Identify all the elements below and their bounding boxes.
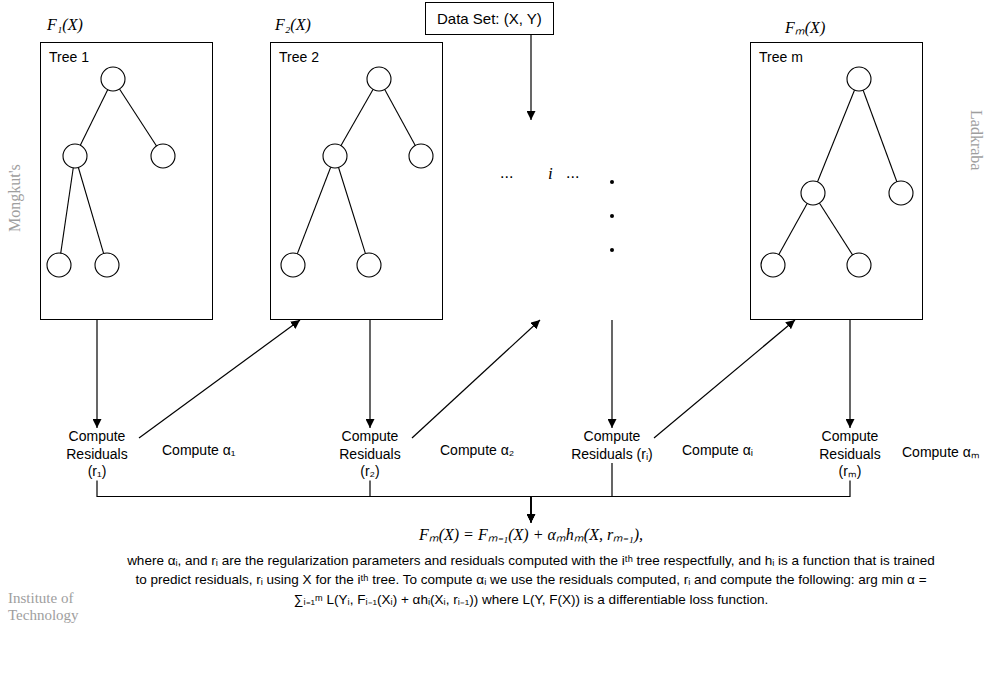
tree-node-circle <box>847 67 871 91</box>
arrow-connector <box>849 320 850 428</box>
formula-block: Fₘ(X) = Fₘ₋₁(X) + αₘhₘ(X, rₘ₋₁), where αᵢ… <box>121 523 941 610</box>
tree-node-circle <box>847 253 871 277</box>
step-label: Compute Residuals (r₁) <box>55 428 139 481</box>
dot <box>610 180 614 184</box>
tree-node-circle <box>801 181 825 205</box>
tree-node-circle <box>151 144 175 168</box>
arrow-connector <box>370 481 531 523</box>
arrow-connector <box>611 320 612 428</box>
arrow-connector <box>531 481 850 523</box>
tree-node-circle <box>367 67 391 91</box>
tree-branch <box>335 79 379 156</box>
arrow-connector <box>96 320 97 428</box>
tree-branch <box>813 193 859 265</box>
tree-node-circle <box>281 253 305 277</box>
update-equation: Fₘ(X) = Fₘ₋₁(X) + αₘhₘ(X, rₘ₋₁), <box>121 523 941 545</box>
tree-branch <box>75 79 113 156</box>
tree-node-circle <box>323 144 347 168</box>
step-label: Compute Residuals (rᵢ) <box>570 428 654 463</box>
tree-node-circle <box>101 67 125 91</box>
step-label: Compute Residuals (rₘ) <box>808 428 892 481</box>
tree-illustration <box>271 43 444 321</box>
index-label: i <box>548 164 553 184</box>
arrow-connector <box>139 320 300 438</box>
tree-illustration <box>41 43 214 321</box>
residual-step: Compute Residuals (rₘ) <box>808 428 892 481</box>
tree-box: Fₘ(X)Tree m <box>750 42 923 320</box>
vertical-dots <box>518 120 625 320</box>
node-label: Data Set: (X, Y) <box>437 10 542 27</box>
tree-branch <box>859 79 901 193</box>
step-label: Compute αₘ <box>902 442 980 461</box>
tree-node-circle <box>889 181 913 205</box>
tree-branch <box>59 156 75 265</box>
tree-branch <box>293 156 335 265</box>
tree-branch <box>379 79 421 156</box>
tree-box: F₁(X)Tree 1 <box>40 42 213 320</box>
ellipsis: ... <box>566 164 579 182</box>
tree-node-circle <box>47 253 71 277</box>
explanation-text: where αᵢ, and rᵢ are the regularization … <box>121 551 941 610</box>
tree-illustration <box>751 43 924 321</box>
tree-branch <box>75 156 107 265</box>
tree-branch <box>813 79 859 193</box>
edge-label: Compute α₁ <box>160 442 238 458</box>
arrow-connector <box>531 463 612 523</box>
function-label: Fₘ(X) <box>785 16 825 38</box>
tree-placeholder: i <box>518 120 625 320</box>
watermark-text: Ladkraba <box>967 110 985 170</box>
arrow-connector <box>654 320 795 438</box>
tree-node-circle <box>95 253 119 277</box>
tree-node-circle <box>409 144 433 168</box>
residual-step: Compute Residuals (rᵢ) <box>570 428 654 463</box>
residual-step: Compute Residuals (r₁) <box>55 428 139 481</box>
edge-label: Compute α₂ <box>438 442 516 458</box>
ellipsis: ... <box>500 164 513 182</box>
tree-branch <box>113 79 163 156</box>
tree-box: F₂(X)Tree 2 <box>270 42 443 320</box>
dot <box>610 248 614 252</box>
tree-branch <box>335 156 369 265</box>
edge-label: Compute αᵢ <box>680 442 755 458</box>
function-label: F₁(X) <box>47 16 83 34</box>
tree-title: Tree m <box>751 43 811 71</box>
dataset-box: Data Set: (X, Y) <box>425 2 554 35</box>
tree-node-circle <box>63 144 87 168</box>
arrow-connector <box>97 481 531 523</box>
tree-title: Tree 1 <box>41 43 97 71</box>
function-label: F₂(X) <box>275 16 311 34</box>
tree-node-circle <box>357 253 381 277</box>
step-label: Compute Residuals (r₂) <box>328 428 412 481</box>
watermark-text: Institute of Technology <box>8 590 113 624</box>
tree-node-circle <box>761 253 785 277</box>
arrow-connector <box>412 320 540 438</box>
tree-title: Tree 2 <box>271 43 327 71</box>
arrow-connector <box>530 35 531 120</box>
watermark-text: Mongkut's <box>6 164 24 232</box>
dot <box>610 214 614 218</box>
residual-step: Compute Residuals (r₂) <box>328 428 412 481</box>
arrow-connector <box>369 320 370 428</box>
